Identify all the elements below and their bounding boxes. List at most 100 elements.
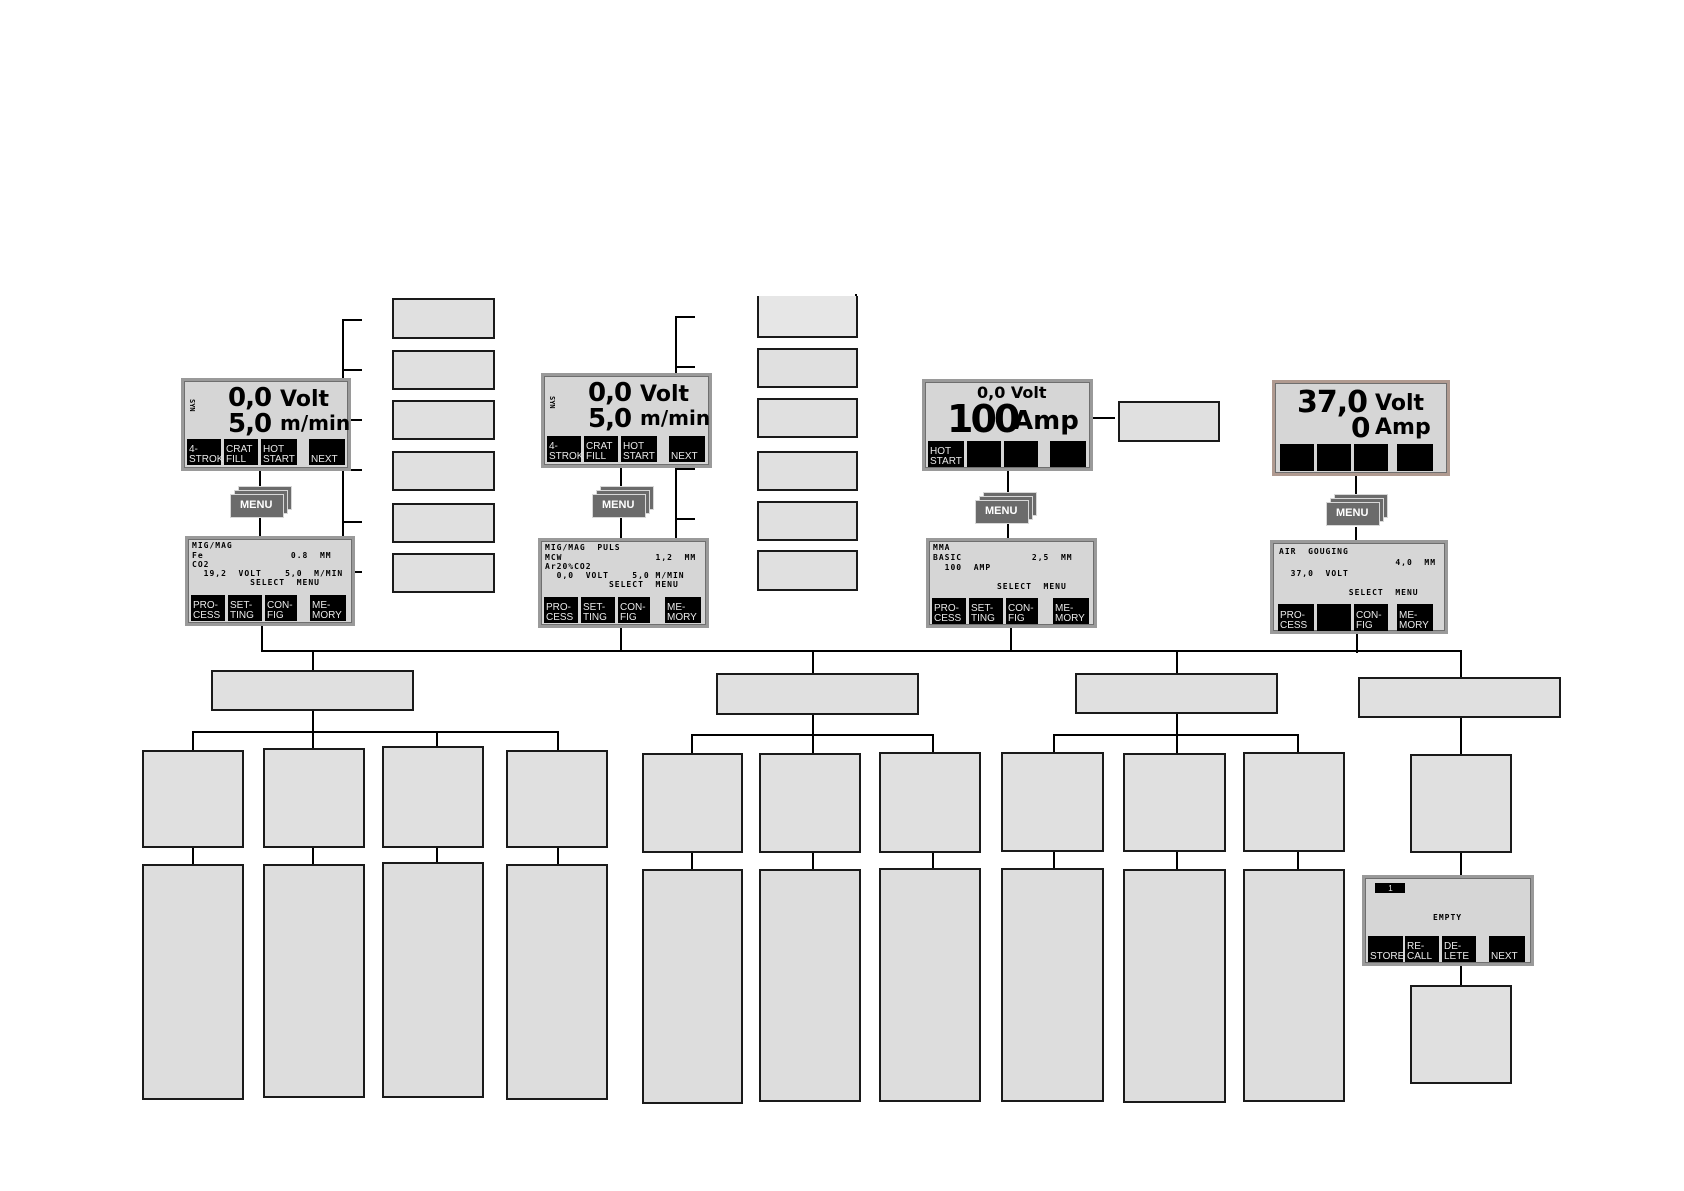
size-line: 4,0 MM bbox=[1279, 558, 1437, 567]
current-unit: Amp bbox=[1013, 406, 1079, 436]
voltage-readout: 0,0 Volt bbox=[977, 383, 1047, 402]
category-box-memory bbox=[1358, 677, 1561, 718]
softkey-4-stroke[interactable]: 4- STROK bbox=[547, 436, 583, 462]
wire-speed-unit: m/min bbox=[640, 406, 711, 430]
puls-option-box-4 bbox=[757, 451, 858, 491]
mig-select-menu-screen: MIG/MAG Fe 0.8 MM CO2 19,2 VOLT 5,0 M/MI… bbox=[185, 536, 355, 626]
softkey-process[interactable]: PRO- CESS bbox=[932, 598, 966, 624]
softkey-process[interactable]: PRO- CESS bbox=[191, 595, 225, 621]
current-unit: Amp bbox=[1375, 415, 1431, 440]
softkey-4[interactable] bbox=[1050, 441, 1086, 467]
setting-subbox-1 bbox=[642, 753, 743, 853]
softkey-crater-fill[interactable]: CRAT FILL bbox=[584, 436, 618, 462]
category-box-config bbox=[1075, 673, 1278, 714]
process-subbox-3 bbox=[382, 746, 484, 848]
mig-main-screen: SYN 0,0 Volt 5,0 m/min 4- STROK CRAT FIL… bbox=[181, 378, 351, 471]
setting-detail-3 bbox=[879, 868, 981, 1102]
softkey-process[interactable]: PRO- CESS bbox=[544, 597, 578, 623]
mig-option-box-3 bbox=[392, 400, 495, 440]
softkey-next[interactable]: NEXT bbox=[309, 439, 345, 465]
gas-line: CO2 bbox=[192, 560, 210, 569]
softkey-blank[interactable] bbox=[1317, 604, 1351, 631]
mma-main-screen: 0,0 Volt 100 Amp HOT START bbox=[922, 379, 1093, 471]
softkey-2[interactable] bbox=[967, 441, 1001, 467]
softkey-4-stroke[interactable]: 4- STROK bbox=[187, 439, 223, 465]
softkey-3[interactable] bbox=[1004, 441, 1038, 467]
current-value: 0 bbox=[1351, 411, 1371, 444]
select-menu-line: SELECT MENU bbox=[545, 580, 679, 589]
softkey-recall[interactable]: RE- CALL bbox=[1405, 936, 1439, 962]
menu-stack-layer bbox=[1326, 502, 1380, 526]
config-detail-3 bbox=[1243, 869, 1345, 1102]
values-line: 19,2 VOLT 5,0 M/MIN bbox=[192, 569, 344, 578]
softkey-hot-start[interactable]: HOT START bbox=[621, 436, 657, 462]
softkey-memory[interactable]: ME- MORY bbox=[1397, 604, 1433, 631]
softkey-config[interactable]: CON- FIG bbox=[1354, 604, 1388, 631]
voltage-unit: Volt bbox=[640, 382, 689, 407]
voltage-value: 0,0 bbox=[588, 378, 632, 408]
softkey-1[interactable] bbox=[1280, 444, 1314, 471]
process-subbox-2 bbox=[263, 748, 365, 848]
wire-speed-unit: m/min bbox=[280, 411, 351, 435]
gas-line: Ar20%CO2 bbox=[545, 562, 592, 571]
config-detail-2 bbox=[1123, 869, 1226, 1103]
softkey-4[interactable] bbox=[1397, 444, 1433, 471]
config-detail-1 bbox=[1001, 868, 1104, 1102]
mig-option-box-2 bbox=[392, 350, 495, 390]
menu-stack-layer bbox=[230, 494, 284, 518]
memory-subbox bbox=[1410, 754, 1512, 853]
voltage-unit: Volt bbox=[280, 387, 329, 412]
softkey-next[interactable]: NEXT bbox=[669, 436, 705, 462]
softkey-3[interactable] bbox=[1354, 444, 1388, 471]
memory-status: EMPTY bbox=[1433, 913, 1463, 922]
softkey-setting[interactable]: SET- TING bbox=[228, 595, 262, 621]
softkey-config[interactable]: CON- FIG bbox=[265, 595, 297, 621]
menu-button-label: MENU bbox=[602, 499, 635, 511]
menu-button-puls[interactable]: MENU bbox=[592, 486, 654, 518]
current-value: 100 bbox=[947, 397, 1020, 441]
softkey-setting[interactable]: SET- TING bbox=[581, 597, 615, 623]
mig-option-box-6 bbox=[392, 553, 495, 593]
puls-option-box-5 bbox=[757, 501, 858, 541]
softkey-crater-fill[interactable]: CRAT FILL bbox=[224, 439, 258, 465]
voltage-value: 37,0 bbox=[1297, 385, 1368, 420]
softkey-memory[interactable]: ME- MORY bbox=[310, 595, 346, 621]
softkey-delete[interactable]: DE- LETE bbox=[1442, 936, 1476, 962]
softkey-memory[interactable]: ME- MORY bbox=[665, 597, 701, 623]
category-box-setting bbox=[716, 673, 919, 715]
softkey-store[interactable]: STORE bbox=[1368, 936, 1404, 962]
memory-screen: 1 EMPTY STORE RE- CALL DE- LETE NEXT bbox=[1362, 875, 1534, 966]
puls-main-screen: SYN 0,0 Volt 5,0 m/min 4- STROK CRAT FIL… bbox=[541, 373, 712, 468]
softkey-memory[interactable]: ME- MORY bbox=[1053, 598, 1089, 624]
menu-button-mma[interactable]: MENU bbox=[975, 492, 1037, 524]
select-menu-line: SELECT MENU bbox=[933, 582, 1067, 591]
softkey-hot-start[interactable]: HOT START bbox=[261, 439, 297, 465]
process-subbox-1 bbox=[142, 750, 244, 848]
menu-button-gouging[interactable]: MENU bbox=[1326, 494, 1388, 526]
syn-indicator: SYN bbox=[188, 399, 196, 412]
softkey-config[interactable]: CON- FIG bbox=[618, 597, 650, 623]
menu-stack-layer bbox=[592, 494, 646, 518]
gouging-main-screen: 37,0 Volt 0 Amp bbox=[1272, 380, 1450, 476]
process-detail-4 bbox=[506, 864, 608, 1100]
voltage-line: 37,0 VOLT bbox=[1279, 569, 1349, 578]
puls-option-box-3 bbox=[757, 398, 858, 438]
softkey-2[interactable] bbox=[1317, 444, 1351, 471]
softkey-setting[interactable]: SET- TING bbox=[969, 598, 1003, 624]
wire-speed-value: 5,0 bbox=[588, 404, 632, 434]
values-line: 0,0 VOLT 5,0 M/MIN bbox=[545, 571, 685, 580]
mig-option-box-4 bbox=[392, 451, 495, 491]
config-subbox-1 bbox=[1001, 752, 1104, 852]
menu-button-mig[interactable]: MENU bbox=[230, 486, 292, 518]
menu-button-label: MENU bbox=[240, 499, 273, 511]
setting-subbox-2 bbox=[759, 753, 861, 853]
voltage-value: 0,0 bbox=[228, 383, 272, 413]
material-line: MCW 1,2 MM bbox=[545, 553, 697, 562]
syn-indicator: SYN bbox=[548, 396, 556, 409]
softkey-config[interactable]: CON- FIG bbox=[1006, 598, 1038, 624]
softkey-process[interactable]: PRO- CESS bbox=[1278, 604, 1314, 631]
voltage-unit: Volt bbox=[1375, 391, 1424, 416]
softkey-next[interactable]: NEXT bbox=[1489, 936, 1525, 962]
softkey-hot-start[interactable]: HOT START bbox=[928, 441, 964, 467]
process-name: MMA bbox=[933, 543, 951, 552]
